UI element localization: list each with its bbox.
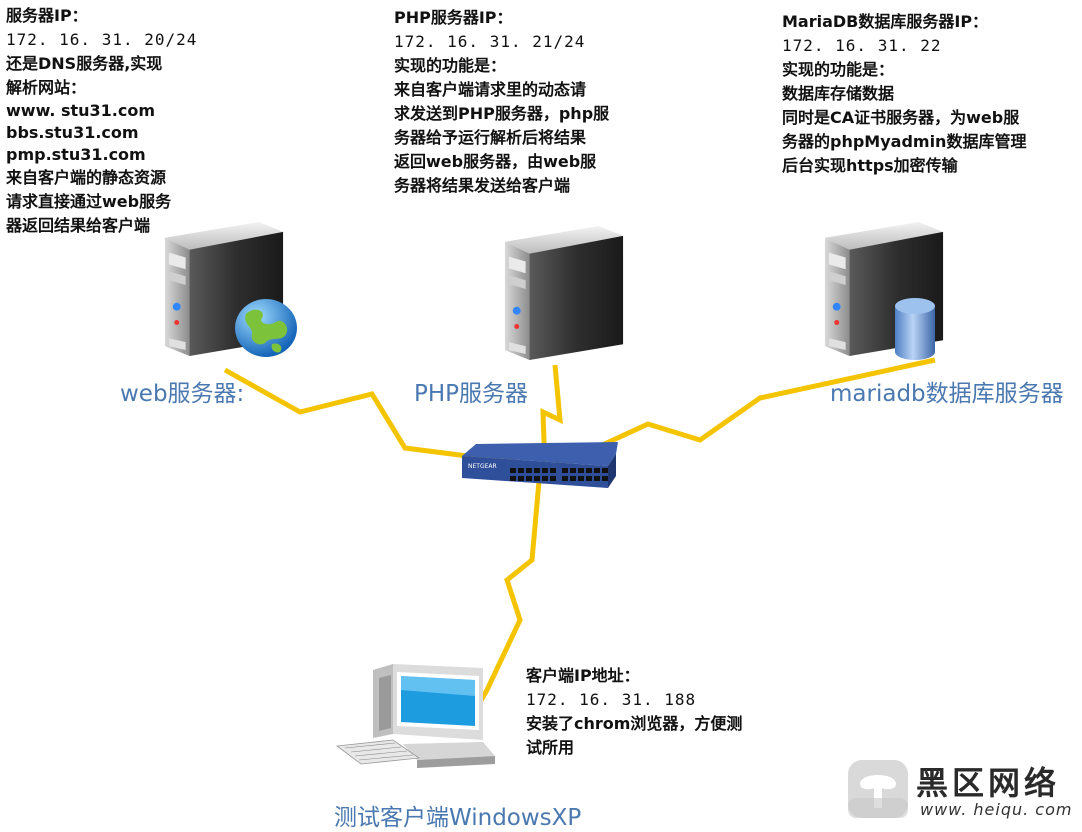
switch-port — [562, 468, 568, 473]
switch-port — [510, 476, 516, 481]
watermark-url: www. heiqu. com — [920, 800, 1073, 819]
switch-port — [534, 468, 540, 473]
switch-port — [534, 476, 540, 481]
switch-port — [550, 476, 556, 481]
info-line: 实现的功能是： — [782, 60, 895, 79]
web-server-info: 服务器IP： 172. 16. 31. 20/24 还是DNS服务器,实现 解析… — [6, 4, 197, 238]
info-line: 请求直接通过web服务 — [6, 192, 172, 211]
switch-port — [570, 468, 576, 473]
info-line: 求发送到PHP服务器，php服 — [394, 104, 610, 123]
watermark: 黑区网络 www. heiqu. com — [846, 756, 1078, 822]
domain-line: pmp.stu31.com — [6, 145, 146, 164]
switch-port — [510, 468, 516, 473]
ip-address: 172. 16. 31. 21/24 — [394, 32, 586, 51]
info-line: PHP服务器IP： — [394, 8, 513, 27]
computer-icon — [335, 664, 495, 768]
info-line: 数据库存储数据 — [782, 84, 895, 103]
watermark-text: 黑区网络 — [916, 764, 1061, 802]
switch-port — [518, 476, 524, 481]
switch-port — [542, 468, 548, 473]
info-line: MariaDB数据库服务器IP： — [782, 12, 989, 31]
php-server-info: PHP服务器IP： 172. 16. 31. 21/24 实现的功能是： 来自客… — [394, 6, 609, 198]
switch-brand: NETGEAR — [468, 463, 497, 470]
switch-port — [586, 468, 592, 473]
switch-port — [594, 476, 600, 481]
info-line: 实现的功能是： — [394, 56, 507, 75]
info-line: 还是DNS服务器,实现 — [6, 54, 163, 73]
link-php-switch — [540, 364, 563, 471]
info-line: 器返回结果给客户端 — [6, 216, 151, 235]
info-line: 返回web服务器，由web服 — [394, 152, 597, 171]
info-line: 客户端IP地址： — [526, 666, 640, 685]
info-line: 务器给予运行解析后将结果 — [394, 128, 587, 147]
switch-port — [526, 468, 532, 473]
info-line: 服务器IP： — [6, 6, 88, 25]
client-label: 测试客户端WindowsXP — [334, 805, 582, 831]
switch-port — [578, 468, 584, 473]
info-line: 同时是CA证书服务器，为web服 — [782, 108, 1020, 127]
info-line: 务器将结果发送给客户端 — [394, 176, 571, 195]
switch-port — [570, 476, 576, 481]
switch-port — [586, 476, 592, 481]
switch-icon: NETGEAR — [462, 442, 618, 488]
domain-line: bbs.stu31.com — [6, 123, 139, 142]
globe-icon — [235, 299, 297, 357]
info-line: 试所用 — [526, 738, 575, 757]
info-line: 安装了chrom浏览器，方便测 — [526, 714, 743, 733]
database-icon — [895, 298, 935, 360]
ip-address: 172. 16. 31. 22 — [782, 36, 942, 55]
client-info: 客户端IP地址： 172. 16. 31. 188 安装了chrom浏览器，方便… — [526, 664, 742, 760]
switch-port — [602, 468, 608, 473]
switch-port — [594, 468, 600, 473]
web-server-label: web服务器: — [120, 381, 245, 407]
db-server-info: MariaDB数据库服务器IP： 172. 16. 31. 22 实现的功能是：… — [782, 10, 1026, 178]
php-server-label: PHP服务器 — [414, 381, 529, 407]
link-db-switch — [546, 357, 936, 473]
info-line: 务器的phpMyadmin数据库管理 — [782, 132, 1027, 151]
ip-address: 172. 16. 31. 20/24 — [6, 30, 198, 49]
info-line: 后台实现https加密传输 — [782, 156, 958, 175]
info-line: 解析网站： — [6, 78, 87, 97]
switch-port — [518, 468, 524, 473]
info-line: 来自客户端请求里的动态请 — [394, 80, 587, 99]
server-icon — [500, 222, 628, 364]
switch-port — [542, 476, 548, 481]
watermark-logo-icon — [848, 760, 908, 818]
switch-port — [602, 476, 608, 481]
switch-port — [562, 476, 568, 481]
ip-address: 172. 16. 31. 188 — [526, 690, 697, 709]
switch-port — [526, 476, 532, 481]
link-web-switch — [223, 367, 539, 468]
db-server-label: mariadb数据库服务器 — [830, 381, 1064, 407]
link-client-switch — [467, 469, 543, 722]
switch-port — [578, 476, 584, 481]
info-line: 来自客户端的静态资源 — [6, 168, 167, 187]
domain-line: www. stu31.com — [6, 101, 156, 120]
switch-port — [550, 468, 556, 473]
